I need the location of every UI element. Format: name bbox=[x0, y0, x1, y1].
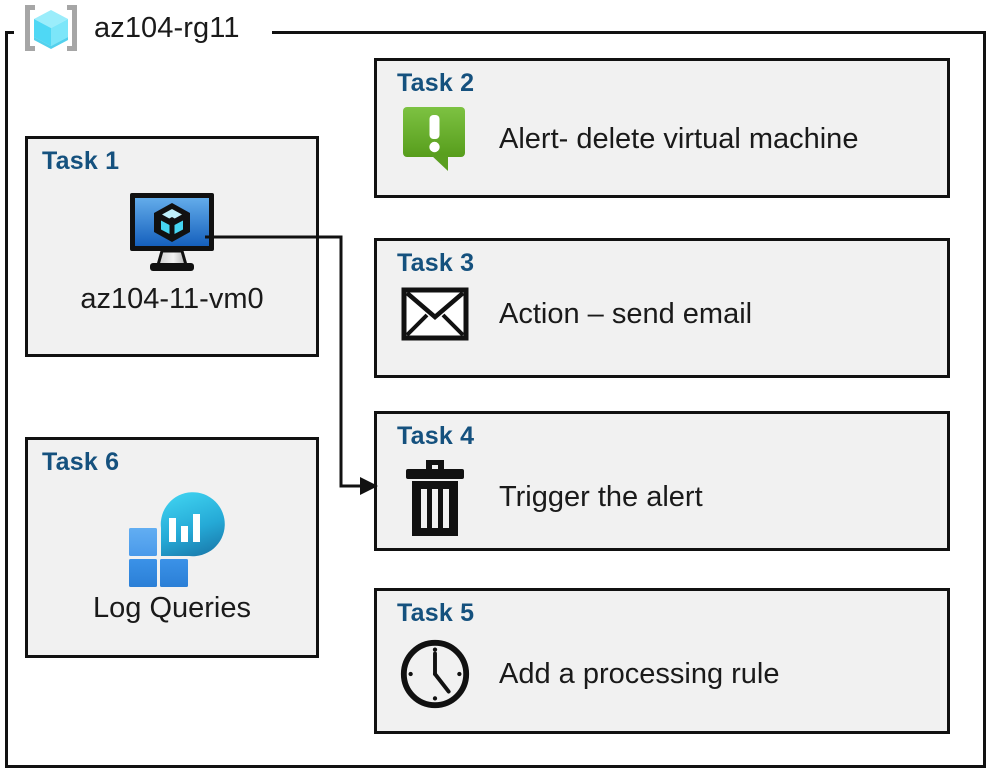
task2-card[interactable]: Task 2 Alert- delete virtual machine bbox=[374, 58, 950, 198]
task2-icon-slot bbox=[397, 105, 473, 173]
log-analytics-icon bbox=[129, 492, 225, 587]
task5-title: Task 5 bbox=[397, 599, 475, 627]
alert-exclamation-icon bbox=[403, 107, 465, 171]
task4-row: Trigger the alert bbox=[397, 456, 937, 538]
task5-text: Add a processing rule bbox=[499, 657, 780, 690]
resource-group-container bbox=[5, 31, 986, 768]
task4-card[interactable]: Task 4 Trigger the alert bbox=[374, 411, 950, 551]
task4-icon-slot bbox=[397, 456, 473, 538]
task5-row: Add a processing rule bbox=[397, 635, 937, 713]
task1-title: Task 1 bbox=[42, 147, 120, 175]
task6-title: Task 6 bbox=[42, 448, 120, 476]
task1-card[interactable]: Task 1 bbox=[25, 136, 319, 357]
resource-group-cube-icon bbox=[25, 5, 77, 51]
trash-can-icon bbox=[406, 460, 464, 536]
task3-text: Action – send email bbox=[499, 297, 753, 330]
task4-title: Task 4 bbox=[397, 422, 475, 450]
resource-group-header: az104-rg11 bbox=[14, 2, 246, 54]
resource-group-border-top-right bbox=[272, 31, 986, 34]
task1-icon-wrap bbox=[28, 189, 316, 275]
resource-group-name: az104-rg11 bbox=[94, 11, 240, 44]
task6-card[interactable]: Task 6 bbox=[25, 437, 319, 658]
task3-card[interactable]: Task 3 Action – send email bbox=[374, 238, 950, 378]
task2-row: Alert- delete virtual machine bbox=[397, 105, 937, 173]
virtual-machine-icon bbox=[130, 193, 214, 271]
task6-caption: Log Queries bbox=[93, 592, 251, 624]
task2-title: Task 2 bbox=[397, 69, 475, 97]
task5-icon-slot bbox=[397, 635, 473, 713]
task3-icon-slot bbox=[397, 285, 473, 343]
envelope-icon bbox=[401, 287, 469, 341]
task3-row: Action – send email bbox=[397, 285, 937, 343]
task5-card[interactable]: Task 5 Add a processing rule bbox=[374, 588, 950, 734]
task6-icon-wrap bbox=[28, 488, 316, 588]
task3-title: Task 3 bbox=[397, 249, 475, 277]
task4-text: Trigger the alert bbox=[499, 480, 703, 513]
clock-icon bbox=[400, 639, 470, 709]
task1-caption: az104-11-vm0 bbox=[80, 283, 264, 315]
task2-text: Alert- delete virtual machine bbox=[499, 122, 859, 155]
